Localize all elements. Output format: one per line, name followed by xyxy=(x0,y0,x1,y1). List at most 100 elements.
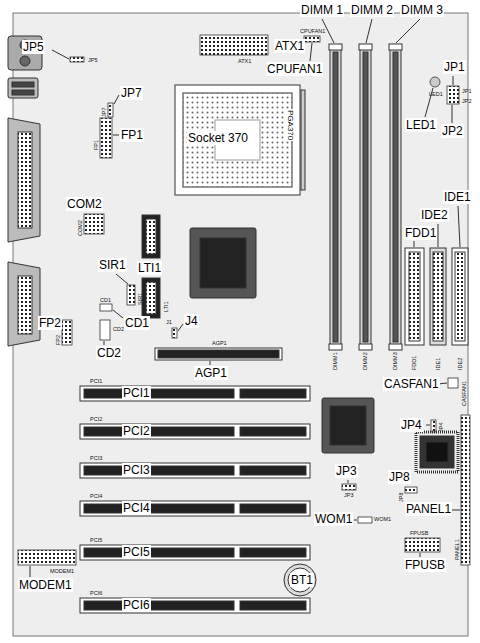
chips-part xyxy=(330,406,366,445)
headers-part xyxy=(304,36,320,42)
headers-part xyxy=(405,487,417,493)
part-label: COM2 xyxy=(66,197,103,211)
part-label: PANEL1 xyxy=(405,502,452,516)
chips-part xyxy=(190,228,256,298)
silkscreen-label: CD2 xyxy=(113,326,124,332)
silkscreen-label: LED1 xyxy=(429,91,443,97)
part-label: JP1 xyxy=(443,60,466,74)
cpu-socket-part xyxy=(301,90,305,190)
part-label: IDE1 xyxy=(443,190,472,204)
expansion-slots-part xyxy=(240,504,306,513)
expansion-slots-part xyxy=(240,427,306,436)
expansion-slots-part xyxy=(80,424,310,439)
board xyxy=(13,13,468,636)
part-label: LED1 xyxy=(405,118,437,132)
memory-slots-part xyxy=(389,344,402,350)
part-label: SIR1 xyxy=(98,258,127,272)
expansion-slots-part xyxy=(158,350,279,358)
chips-part xyxy=(416,432,458,472)
drive-connectors-part xyxy=(430,248,446,345)
part-label: J4 xyxy=(184,314,199,328)
chips-part xyxy=(420,436,454,468)
expansion-slots-part xyxy=(240,601,306,610)
headers-part xyxy=(358,517,372,523)
cpu-socket xyxy=(175,85,305,195)
chips-part xyxy=(322,398,374,453)
drive-connectors-part xyxy=(455,252,465,341)
cpu-socket-box: Socket 370PGA370 xyxy=(175,85,300,195)
expansion-slots-part xyxy=(84,504,234,513)
socket-label: Socket 370 xyxy=(187,131,249,145)
part-label: PCI6 xyxy=(122,598,151,612)
drive-connectors-part xyxy=(433,252,443,341)
part-label: PCI3 xyxy=(122,463,151,477)
drive-connectors-part xyxy=(142,278,160,318)
silkscreen-label: CD1 xyxy=(100,297,111,303)
expansion-slots-part xyxy=(80,501,310,516)
headers-part xyxy=(108,103,113,117)
silkscreen-label: AGP1 xyxy=(212,340,227,346)
silkscreen-label: CASFAN1 xyxy=(461,381,467,406)
leader-lines-part xyxy=(30,566,31,577)
headers-part xyxy=(100,118,112,158)
part-label: DIMM 2 xyxy=(350,3,394,17)
expansion-slots-part xyxy=(84,601,234,610)
drive-connectors-part xyxy=(405,248,424,345)
silkscreen-label: PCI2 xyxy=(90,416,102,422)
silkscreen-label: FP2 xyxy=(55,335,61,345)
expansion-slots-part xyxy=(240,548,306,557)
headers-part xyxy=(448,378,458,388)
memory-slots xyxy=(329,44,402,350)
silkscreen-label: SIR1 xyxy=(137,293,143,305)
chips-part xyxy=(426,442,448,462)
headers-part xyxy=(172,328,177,338)
silkscreen-label: DIMM1 xyxy=(332,352,338,370)
part-label: FPUSB xyxy=(404,558,446,572)
expansion-slots-part xyxy=(80,463,310,478)
part-label: PCI5 xyxy=(122,545,151,559)
leader-lines-part xyxy=(348,480,349,483)
silkscreen-label: IDE2 xyxy=(457,358,463,370)
part-label: JP5 xyxy=(22,40,45,54)
chips-part xyxy=(200,238,246,288)
headers-part xyxy=(405,538,440,552)
silkscreen-label: DIMM3 xyxy=(392,352,398,370)
part-label: WOM1 xyxy=(314,512,353,526)
part-label: LTI1 xyxy=(137,261,162,275)
part-label: JP7 xyxy=(120,86,143,100)
silkscreen-label: FPUSB xyxy=(410,530,428,536)
headers-part xyxy=(342,484,356,490)
expansion-slots-part xyxy=(240,389,306,398)
memory-slots-part xyxy=(359,44,372,50)
rear-ports-part xyxy=(8,78,38,98)
memory-slots-part xyxy=(363,52,368,342)
silkscreen-label: PCI5 xyxy=(90,537,102,543)
silkscreen-label: CPUFAN1 xyxy=(300,28,325,34)
rear-ports-part xyxy=(8,118,40,242)
headers-part xyxy=(62,320,72,345)
silkscreen-label: ATX1 xyxy=(238,58,251,64)
leader-lines-part xyxy=(366,19,372,43)
expansion-slots-part xyxy=(240,466,306,475)
leader-lines-part xyxy=(438,224,439,247)
silkscreen-label: JP8 xyxy=(398,493,404,502)
memory-slots-part xyxy=(389,44,402,50)
part-label: CPUFAN1 xyxy=(266,62,323,76)
leader-lines-part xyxy=(453,76,454,85)
silkscreen-label: JP4 xyxy=(438,423,444,432)
leader-lines-part xyxy=(420,553,421,557)
leader-lines-part xyxy=(426,425,430,426)
part-label: PCI1 xyxy=(122,386,151,400)
silkscreen-label: COM2 xyxy=(77,220,83,236)
leader-lines-part xyxy=(116,274,128,284)
memory-slots-part xyxy=(329,344,342,350)
part-label: CD1 xyxy=(124,316,150,330)
headers xyxy=(18,35,470,565)
part-label: ATX1 xyxy=(274,39,305,53)
expansion-slots-part xyxy=(84,427,234,436)
headers-part xyxy=(431,420,436,432)
cpu-socket-part xyxy=(183,93,292,187)
part-label: CD2 xyxy=(96,346,122,360)
headers-part xyxy=(100,320,110,340)
part-label: MODEM1 xyxy=(18,578,73,592)
